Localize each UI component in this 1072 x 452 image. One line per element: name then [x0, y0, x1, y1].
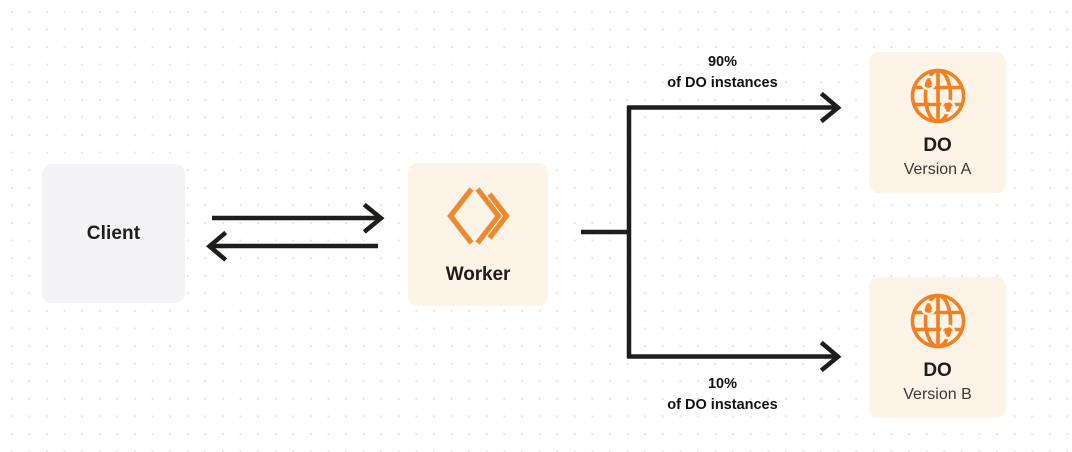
edge-worker-to-do-b — [627, 340, 842, 373]
durable-object-globe-icon — [908, 66, 968, 126]
durable-object-globe-icon — [908, 291, 968, 351]
node-client-label: Client — [86, 222, 141, 244]
node-worker[interactable]: Worker — [408, 163, 548, 306]
cloudflare-workers-icon — [444, 183, 512, 249]
edge-label-do-a: 90% of DO instances — [630, 52, 815, 94]
node-do-b-sublabel: Version B — [903, 385, 972, 403]
node-do-a-sublabel: Version A — [903, 160, 972, 178]
edge-worker-to-do-a — [627, 91, 842, 124]
edge-worker-to-client — [206, 230, 378, 262]
node-do-b-label: DO — [923, 359, 952, 381]
edge-label-do-b-description: of DO instances — [667, 397, 778, 414]
node-do-a-label: DO — [923, 134, 952, 156]
edge-label-do-a-description: of DO instances — [667, 75, 778, 92]
node-do-version-a[interactable]: DO Version A — [869, 52, 1006, 193]
node-client[interactable]: Client — [42, 164, 185, 303]
node-worker-label: Worker — [445, 264, 511, 286]
edge-label-do-b-percent: 10% — [707, 376, 738, 392]
edge-worker-split-bus — [581, 106, 632, 358]
edge-label-do-b: 10% of DO instances — [630, 374, 815, 416]
edge-client-to-worker — [212, 202, 385, 234]
node-do-version-b[interactable]: DO Version B — [869, 277, 1006, 418]
edge-label-do-a-percent: 90% — [707, 54, 738, 70]
